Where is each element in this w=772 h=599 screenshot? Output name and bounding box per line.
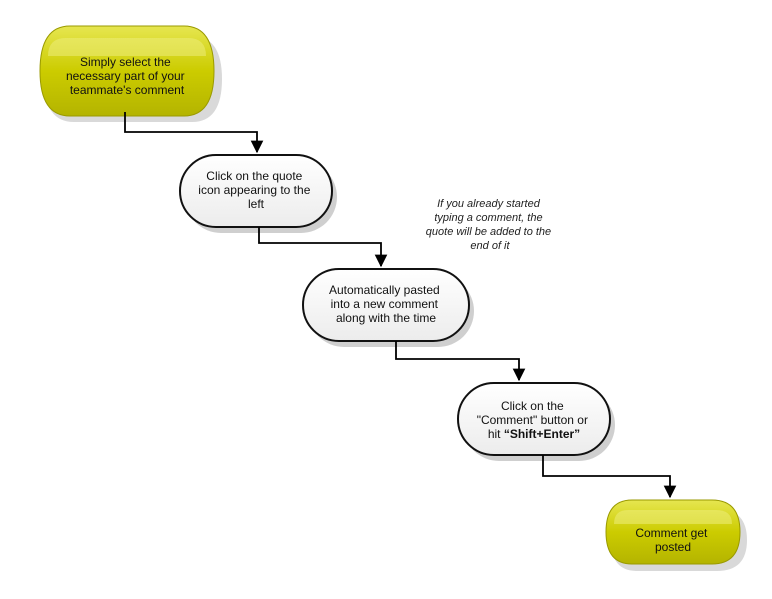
process-auto-paste: Automatically pasted into a new comment … bbox=[302, 268, 474, 347]
start-terminal: Simply select the necessary part of your… bbox=[39, 25, 222, 122]
start-terminal-highlight bbox=[48, 38, 206, 56]
process-submit-text: Click on the "Comment" button or hit “Sh… bbox=[477, 399, 592, 441]
process-quote-click-text: Click on the quote icon appearing to the… bbox=[198, 169, 313, 211]
process-quote-click: Click on the quote icon appearing to the… bbox=[179, 154, 337, 233]
end-terminal-text: Comment get posted bbox=[635, 526, 710, 554]
end-terminal: Comment get posted bbox=[605, 499, 747, 571]
process-auto-paste-text: Automatically pasted into a new comment … bbox=[329, 283, 443, 325]
process-auto-paste-shape bbox=[302, 268, 470, 342]
connector-quote-to-paste bbox=[258, 227, 388, 268]
process-quote-click-shape bbox=[179, 154, 333, 228]
connector-paste-to-submit bbox=[395, 341, 526, 382]
end-terminal-highlight bbox=[614, 510, 732, 524]
process-submit-shape bbox=[457, 382, 611, 456]
shortcut-key-text: “Shift+Enter” bbox=[504, 427, 580, 441]
side-note: If you already started typing a comment,… bbox=[426, 198, 554, 252]
connector-submit-to-end bbox=[542, 455, 677, 499]
connector-start-to-quote bbox=[124, 112, 264, 154]
process-submit: Click on the "Comment" button or hit “Sh… bbox=[457, 382, 615, 461]
start-terminal-text: Simply select the necessary part of your… bbox=[66, 55, 188, 97]
